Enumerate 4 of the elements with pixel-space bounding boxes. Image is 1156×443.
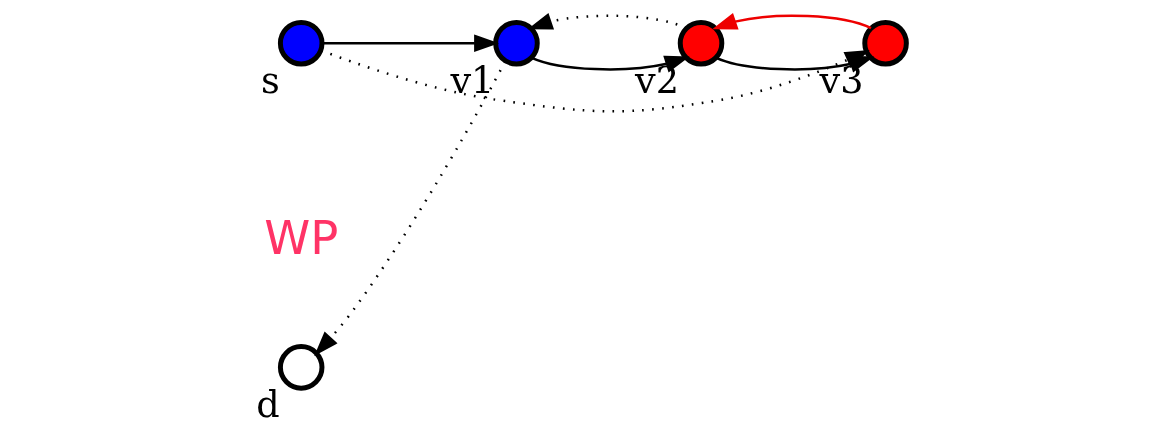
node-label: s <box>261 59 280 103</box>
node-label: d <box>256 383 280 427</box>
node-label: v1 <box>450 59 495 103</box>
label: WP <box>264 211 339 266</box>
